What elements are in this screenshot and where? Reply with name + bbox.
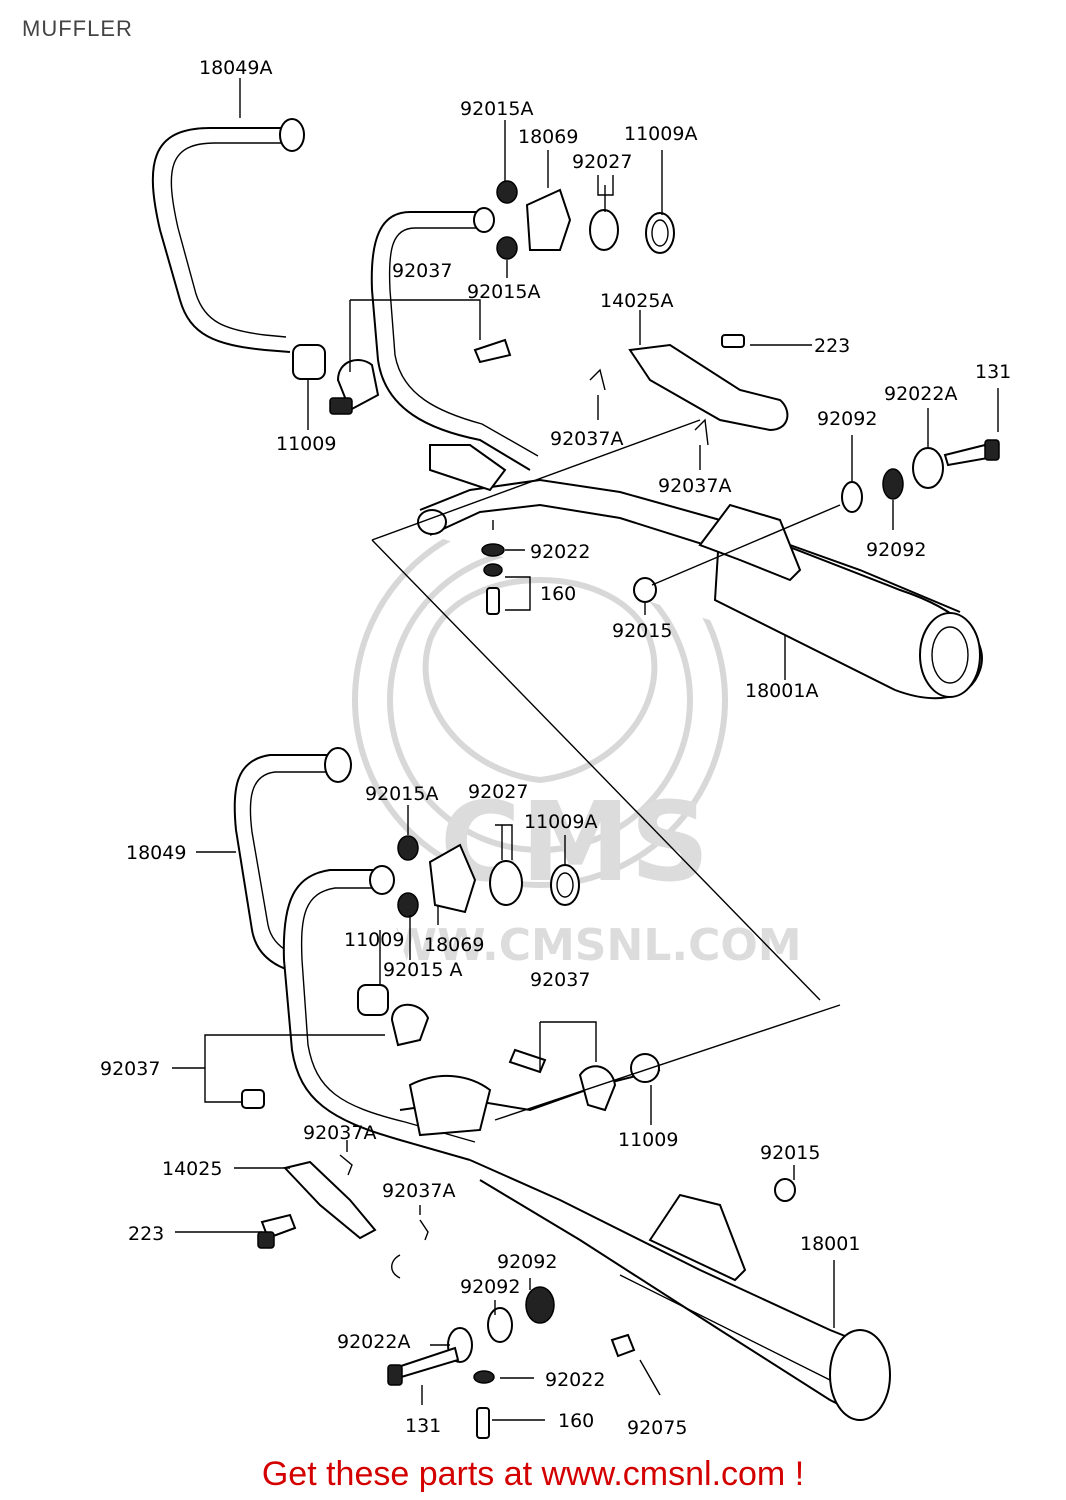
label-92037A-a: 92037A [550, 428, 623, 450]
heat-shield-14025[interactable] [283, 1160, 377, 1240]
label-160: 160 [540, 583, 576, 605]
label-92037A-b: 92037A [658, 475, 731, 497]
muffler-18001[interactable] [829, 1329, 891, 1421]
label-lower-92015A-bottom: 92015 A [383, 959, 462, 981]
nut-92015A-top[interactable] [496, 180, 518, 204]
label-92022A: 92022A [884, 383, 957, 405]
label-lower-92037-right: 92037 [530, 969, 590, 991]
diagram-title: MUFFLER [22, 16, 133, 41]
label-11009A: 11009A [624, 123, 697, 145]
nut-92015A-lower-bottom[interactable] [397, 892, 419, 918]
label-lower-18001: 18001 [800, 1233, 860, 1255]
label-lower-131: 131 [405, 1415, 441, 1437]
label-92015A-top: 92015A [460, 98, 533, 120]
flange-18069[interactable] [525, 188, 572, 251]
label-lower-160: 160 [558, 1410, 594, 1432]
label-lower-92015: 92015 [760, 1142, 820, 1164]
label-lower-92092-a: 92092 [497, 1251, 557, 1273]
label-18049A: 18049A [199, 57, 272, 79]
watermark-site: WWW.CMSNL.COM [340, 920, 802, 971]
flange-18069-lower[interactable] [428, 843, 477, 914]
label-92027: 92027 [572, 151, 632, 173]
label-lower-92022A: 92022A [337, 1331, 410, 1353]
label-lower-11009-left: 11009 [344, 929, 404, 951]
label-18069: 18069 [518, 126, 578, 148]
collar-11009-lower[interactable] [357, 984, 389, 1016]
exhaust-pipe-inner[interactable] [370, 211, 531, 471]
nut-92015A-lower-top[interactable] [397, 835, 419, 861]
label-92037: 92037 [392, 260, 452, 282]
heat-shield-14025A[interactable] [628, 343, 789, 432]
label-223: 223 [814, 335, 850, 357]
label-lower-92037-left: 92037 [100, 1058, 160, 1080]
collet-92027[interactable] [589, 209, 619, 251]
lower-assembly [172, 747, 891, 1439]
upper-assembly [151, 78, 1000, 1001]
upper-labels: 18049A 92015A 18069 11009A 92027 92037 9… [199, 57, 1011, 702]
label-lower-92037A-a: 92037A [303, 1122, 376, 1144]
collet-92027-lower[interactable] [489, 860, 523, 906]
label-lower-223: 223 [128, 1223, 164, 1245]
nut-92015A-bottom[interactable] [496, 236, 518, 260]
label-92022: 92022 [530, 541, 590, 563]
collar-11009[interactable] [292, 344, 326, 380]
label-lower-11009-right: 11009 [618, 1129, 678, 1151]
label-lower-14025: 14025 [162, 1158, 222, 1180]
gasket-11009A-lower[interactable] [550, 864, 580, 906]
label-lower-92027: 92027 [468, 781, 528, 803]
label-131: 131 [975, 361, 1011, 383]
gasket-11009A[interactable] [645, 212, 675, 254]
label-11009: 11009 [276, 433, 336, 455]
label-18001A: 18001A [745, 680, 818, 702]
label-92092-top: 92092 [817, 408, 877, 430]
label-lower-92092-b: 92092 [460, 1276, 520, 1298]
exhaust-pipe-18049A[interactable] [151, 127, 291, 353]
label-92092-bottom: 92092 [866, 539, 926, 561]
label-lower-18069: 18069 [424, 934, 484, 956]
footer-parts-link[interactable]: Get these parts at www.cmsnl.com ! [261, 1455, 805, 1493]
label-lower-18049: 18049 [126, 842, 186, 864]
label-92015: 92015 [612, 620, 672, 642]
label-14025A: 14025A [600, 290, 673, 312]
label-lower-92022: 92022 [545, 1369, 605, 1391]
label-lower-92075: 92075 [627, 1417, 687, 1439]
washer-92022A[interactable] [912, 447, 944, 489]
lower-labels: 92015A 92027 11009A 18049 11009 18069 92… [100, 781, 860, 1439]
label-lower-92015A-top: 92015A [365, 783, 438, 805]
label-92015A-bottom: 92015A [467, 281, 540, 303]
label-lower-92037A-b: 92037A [382, 1180, 455, 1202]
label-lower-11009A: 11009A [524, 811, 597, 833]
